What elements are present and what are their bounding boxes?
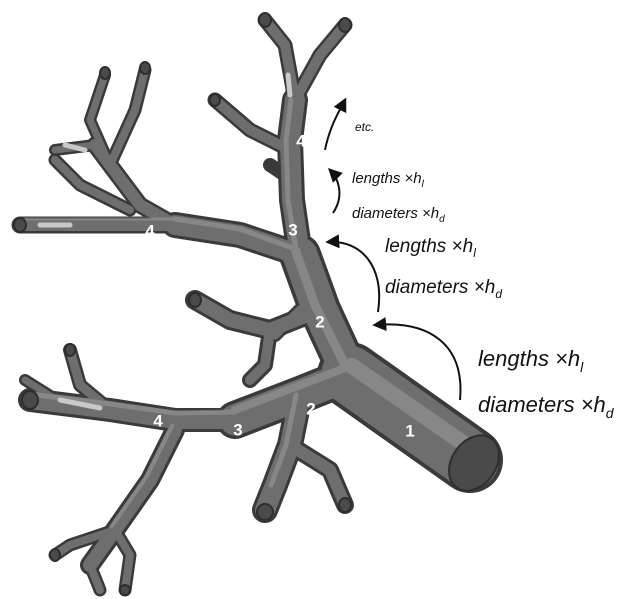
tree-body (20, 20, 470, 590)
annotation-lengths-small: lengths ×hl (352, 170, 425, 190)
tree-outline (20, 20, 470, 590)
annotation-diameters-small: diameters ×hd (352, 205, 445, 225)
generation-label: 2 (315, 312, 324, 331)
generation-label: 4 (153, 411, 163, 430)
generation-label: 1 (405, 421, 414, 440)
annotation-lengths-large: lengths ×hl (478, 346, 584, 375)
arrow-generation-4-onward (325, 100, 345, 150)
tree-highlight (25, 100, 470, 526)
annotation-lengths-medium: lengths ×hl (385, 236, 476, 260)
etc-label: etc. (355, 120, 374, 134)
generation-label: 3 (288, 220, 297, 239)
arrow-generation-3-to-4 (330, 170, 339, 213)
annotation-diameters-large: diameters ×hd (478, 392, 615, 421)
annotation-diameters-medium: diameters ×hd (385, 277, 502, 301)
generation-label: 4 (145, 221, 155, 240)
generation-label: 3 (233, 247, 242, 266)
generation-label: 3 (233, 420, 242, 439)
generation-label: 4 (172, 462, 182, 481)
generation-label: 4 (296, 131, 306, 150)
tube-end-caps (14, 13, 509, 595)
generation-label: 4 (171, 193, 181, 212)
bronchial-tree (14, 13, 509, 595)
generation-label: 2 (306, 399, 315, 418)
